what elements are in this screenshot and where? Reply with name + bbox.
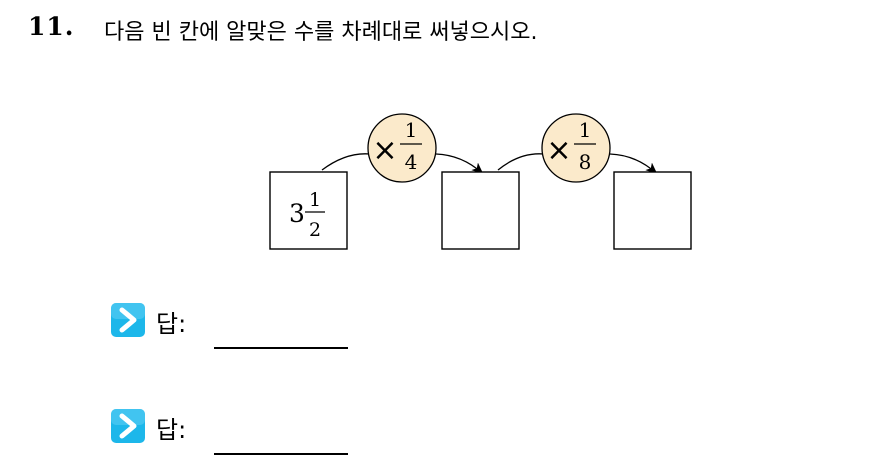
question-number: 11.: [28, 12, 75, 41]
arrow-2-tail: [609, 153, 658, 175]
chevron-right-icon: [111, 409, 145, 443]
question-text: 다음 빈 칸에 알맞은 수를 차례대로 써넣으시오.: [104, 20, 538, 45]
start-whole: 3: [289, 199, 305, 228]
start-denominator: 2: [309, 219, 321, 241]
blank-box-1: [441, 171, 520, 250]
answer-label-2: 답:: [156, 416, 187, 444]
answer-blank-1[interactable]: [214, 347, 348, 349]
fraction-flow-diagram: 3 1 2 × 1 4 × 1 8: [269, 113, 692, 250]
arrow-1: [321, 153, 371, 171]
chevron-right-icon: [111, 303, 145, 337]
operator-2-numerator: 1: [579, 118, 592, 142]
blank-box-2: [613, 171, 692, 250]
operator-2-denominator: 8: [579, 150, 592, 174]
arrow-2: [497, 153, 545, 171]
answer-label-1: 답:: [156, 310, 187, 338]
start-numerator: 1: [309, 189, 321, 211]
arrow-1-tail: [435, 153, 484, 175]
start-box: [269, 171, 348, 250]
operator-circle-2: [541, 113, 611, 183]
operator-1-numerator: 1: [405, 118, 418, 142]
answer-blank-2[interactable]: [214, 453, 348, 455]
operator-1-symbol: ×: [372, 133, 397, 168]
operator-2-symbol: ×: [546, 133, 571, 168]
operator-circle-1: [367, 113, 437, 183]
operator-1-denominator: 4: [405, 150, 418, 174]
